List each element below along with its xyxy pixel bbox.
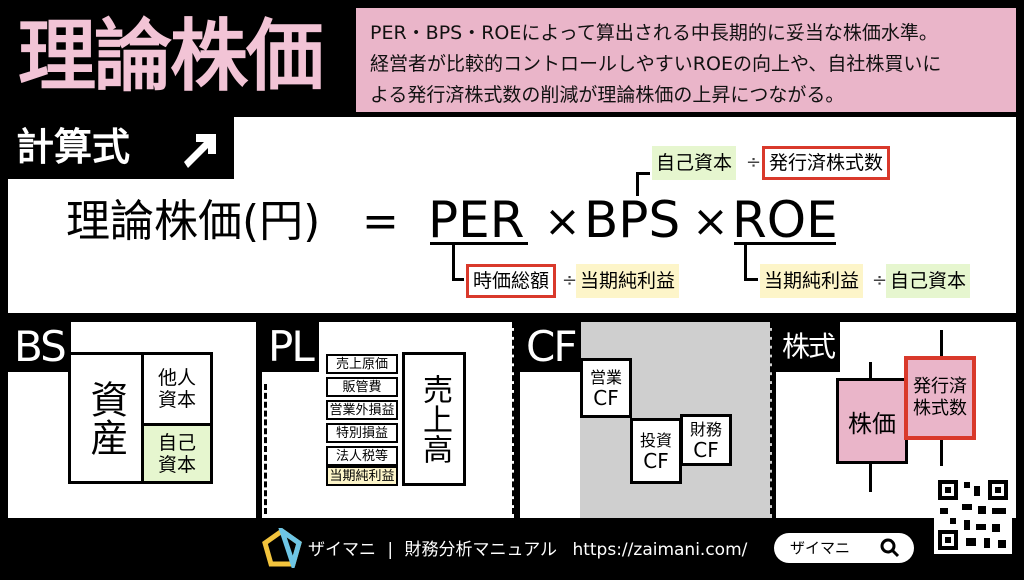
- per-denominator: 当期純利益: [576, 264, 680, 298]
- footer-brand: ザイマニ: [308, 540, 376, 560]
- bs-equity-label: 自己資本: [157, 431, 196, 476]
- bps-connector: [636, 172, 650, 175]
- divide-sign: ÷: [872, 270, 888, 291]
- bps-connector: [636, 172, 639, 196]
- per-underline: [430, 242, 528, 245]
- stock-shares-label: 発行済株式数: [913, 376, 967, 419]
- pl-row: 販管費: [326, 377, 398, 397]
- footer-url[interactable]: https://zaimani.com/: [572, 540, 748, 560]
- stock-price-box: 株価: [836, 378, 908, 464]
- pl-sales-label: 売上高: [417, 374, 452, 464]
- pl-row: 当期純利益: [326, 466, 398, 486]
- bs-liabilities-box: 他人資本: [141, 352, 213, 426]
- formula-per: PER: [428, 191, 525, 249]
- stock-shares-box: 発行済株式数: [904, 356, 976, 440]
- cf-financing-label: 財務: [689, 420, 722, 439]
- bs-tab: BS: [8, 322, 71, 372]
- per-connector: [452, 244, 455, 280]
- footer-text: ザイマニ | 財務分析マニュアル https://zaimani.com/: [308, 533, 747, 567]
- formula-roe: ROE: [732, 191, 838, 249]
- formula-times: ×: [692, 196, 729, 247]
- pentagon-logo-icon: [262, 528, 302, 568]
- formula-lhs: 理論株価(円): [66, 196, 321, 247]
- roe-underline: [734, 242, 836, 245]
- pl-divider: [512, 322, 515, 514]
- formula-tab: 計算式: [8, 117, 234, 179]
- roe-numerator: 当期純利益: [760, 264, 864, 298]
- pl-row: 売上原価: [326, 354, 398, 374]
- per-numerator: 時価総額: [466, 264, 557, 298]
- cf-investing-cf: CF: [643, 449, 669, 473]
- pl-tab: PL: [262, 322, 319, 372]
- stock-tab: 株式: [776, 322, 841, 372]
- bps-numerator: 自己資本: [652, 146, 737, 180]
- cf-operating-box: 営業 CF: [580, 358, 632, 418]
- cf-investing-box: 投資 CF: [630, 418, 682, 484]
- formula-equals: =: [362, 196, 399, 247]
- pl-sales-box: 売上高: [402, 352, 466, 486]
- bs-liabilities-label: 他人資本: [157, 367, 196, 411]
- cf-tab: CF: [520, 322, 582, 372]
- footer-separator: |: [387, 540, 394, 560]
- divide-sign: ÷: [562, 270, 578, 291]
- cf-divider: [770, 322, 773, 514]
- cf-financing-cf: CF: [693, 438, 719, 462]
- stock-price-label: 株価: [848, 409, 896, 438]
- search-icon[interactable]: [880, 538, 900, 558]
- page-title: 理論株価: [18, 12, 324, 102]
- pl-divider: [264, 384, 267, 514]
- bs-assets-label: 資産: [84, 380, 128, 456]
- description-box: PER・BPS・ROEによって算出される中長期的に妥当な株価水準。 経営者が比較…: [356, 8, 1016, 112]
- formula-bps: BPS: [584, 191, 681, 249]
- bs-equity-box: 自己資本: [141, 423, 213, 484]
- search-box[interactable]: ザイマニ: [774, 533, 914, 563]
- cf-financing-box: 財務 CF: [680, 414, 732, 466]
- pl-row: 特別損益: [326, 423, 398, 443]
- formula-times: ×: [544, 196, 581, 247]
- cf-operating-label: 営業: [589, 368, 622, 387]
- cf-operating-cf: CF: [593, 386, 619, 410]
- cf-investing-label: 投資: [639, 431, 672, 450]
- search-text: ザイマニ: [790, 539, 851, 557]
- pl-row: 営業外損益: [326, 400, 398, 420]
- qr-code-icon[interactable]: [934, 476, 1012, 554]
- divide-sign: ÷: [746, 152, 762, 173]
- description-line: よる発行済株式数の削減が理論株価の上昇につながる。: [370, 84, 845, 106]
- roe-connector: [744, 244, 747, 280]
- bps-denominator: 発行済株式数: [762, 146, 891, 180]
- roe-connector: [744, 278, 758, 281]
- roe-denominator: 自己資本: [886, 264, 971, 298]
- description-line: PER・BPS・ROEによって算出される中長期的に妥当な株価水準。: [370, 22, 938, 44]
- pl-row: 法人税等: [326, 446, 398, 466]
- description-line: 経営者が比較的コントロールしやすいROEの向上や、自社株買いに: [370, 53, 942, 75]
- footer-subtitle: 財務分析マニュアル: [404, 540, 558, 560]
- arrow-up-right-icon: [184, 134, 216, 168]
- per-connector: [452, 278, 464, 281]
- bs-assets-box: 資産: [68, 352, 144, 484]
